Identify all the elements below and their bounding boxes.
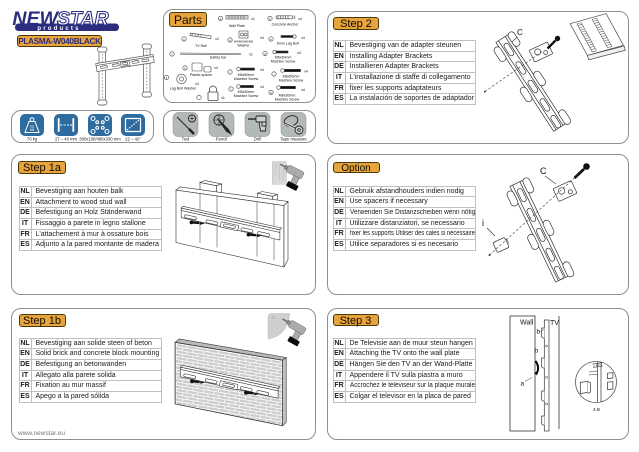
- svg-text:Concrete Anchor: Concrete Anchor: [271, 22, 299, 26]
- svg-text:x4: x4: [260, 36, 264, 40]
- svg-text:22 – 42": 22 – 42": [125, 137, 141, 142]
- svg-text:x4: x4: [260, 68, 264, 72]
- svg-text:lbs: lbs: [30, 128, 35, 132]
- svg-text:27 – 40 mm: 27 – 40 mm: [55, 137, 78, 142]
- svg-text:Drill: Drill: [253, 137, 260, 142]
- svg-text:70 kg: 70 kg: [27, 137, 38, 142]
- svg-text:k: k: [165, 75, 167, 79]
- svg-text:x2: x2: [215, 37, 219, 41]
- svg-text:Wall Plate: Wall Plate: [228, 24, 244, 28]
- svg-text:Pencil: Pencil: [215, 137, 226, 142]
- svg-text:f: f: [171, 52, 172, 56]
- svg-text:e: e: [270, 37, 272, 41]
- svg-text:Wall: Wall: [520, 320, 534, 327]
- svg-text:M5x30mm: M5x30mm: [237, 90, 254, 94]
- svg-text:x4: x4: [298, 17, 302, 21]
- svg-text:C: C: [517, 28, 523, 37]
- svg-text:x4: x4: [297, 51, 301, 55]
- svg-text:Lag Bolt Washer: Lag Bolt Washer: [169, 86, 196, 90]
- svg-text:m: m: [269, 90, 272, 94]
- svg-text:TV: TV: [550, 320, 559, 327]
- svg-text:x1: x1: [251, 17, 255, 21]
- svg-text:x4: x4: [301, 36, 305, 40]
- svg-text:x1: x1: [249, 52, 253, 56]
- svg-text:M6x30mm: M6x30mm: [274, 55, 291, 59]
- svg-text:a: a: [219, 16, 221, 20]
- svg-text:j: j: [272, 72, 274, 76]
- svg-text:Tape measure: Tape measure: [280, 137, 307, 142]
- svg-text:M8x50mm: M8x50mm: [282, 74, 299, 78]
- svg-text:i: i: [482, 218, 484, 228]
- svg-text:STAR: STAR: [57, 8, 109, 30]
- svg-text:x4: x4: [304, 69, 308, 73]
- svg-text:Machine Screw: Machine Screw: [233, 77, 258, 81]
- svg-text:x4: x4: [214, 66, 218, 70]
- svg-text:NEW: NEW: [12, 8, 59, 30]
- svg-text:x4: x4: [195, 82, 199, 86]
- svg-text:TV Rail: TV Rail: [195, 44, 207, 48]
- svg-text:h: h: [184, 66, 186, 70]
- svg-text:300x100/480x330 mm: 300x100/480x330 mm: [79, 137, 121, 142]
- svg-text:C: C: [540, 166, 547, 176]
- svg-text:b: b: [535, 348, 539, 355]
- svg-text:Machine Screw: Machine Screw: [278, 78, 303, 82]
- svg-text:x1: x1: [221, 96, 225, 100]
- svg-text:M4/M5/M6/M8: M4/M5/M6/M8: [233, 39, 253, 43]
- svg-text:x4: x4: [260, 85, 264, 89]
- svg-text:Machine Screw: Machine Screw: [274, 97, 299, 101]
- svg-text:Plastic spacer: Plastic spacer: [189, 73, 212, 77]
- svg-text:kg: kg: [30, 125, 34, 129]
- svg-text:x4: x4: [301, 88, 305, 92]
- svg-text:M8x30mm: M8x30mm: [278, 93, 295, 97]
- svg-text:Safety bar: Safety bar: [209, 55, 226, 59]
- svg-text:6mm Lag Bolt: 6mm Lag Bolt: [276, 41, 298, 45]
- svg-text:Tool: Tool: [181, 137, 189, 142]
- svg-text:a: a: [521, 381, 525, 388]
- svg-text:c: c: [183, 37, 185, 41]
- svg-text:4-B: 4-B: [593, 407, 600, 412]
- svg-text:g: g: [264, 51, 266, 55]
- svg-text:i: i: [229, 70, 230, 74]
- svg-text:b: b: [269, 16, 271, 20]
- svg-text:M6x50mm: M6x50mm: [237, 73, 254, 77]
- svg-text:products: products: [37, 26, 80, 32]
- svg-text:d: d: [229, 38, 231, 42]
- svg-text:Machine Screw: Machine Screw: [270, 59, 295, 63]
- svg-text:l: l: [230, 87, 231, 91]
- svg-text:Machine Screw: Machine Screw: [233, 94, 258, 98]
- svg-text:b: b: [537, 329, 541, 336]
- svg-text:Washer: Washer: [237, 43, 250, 47]
